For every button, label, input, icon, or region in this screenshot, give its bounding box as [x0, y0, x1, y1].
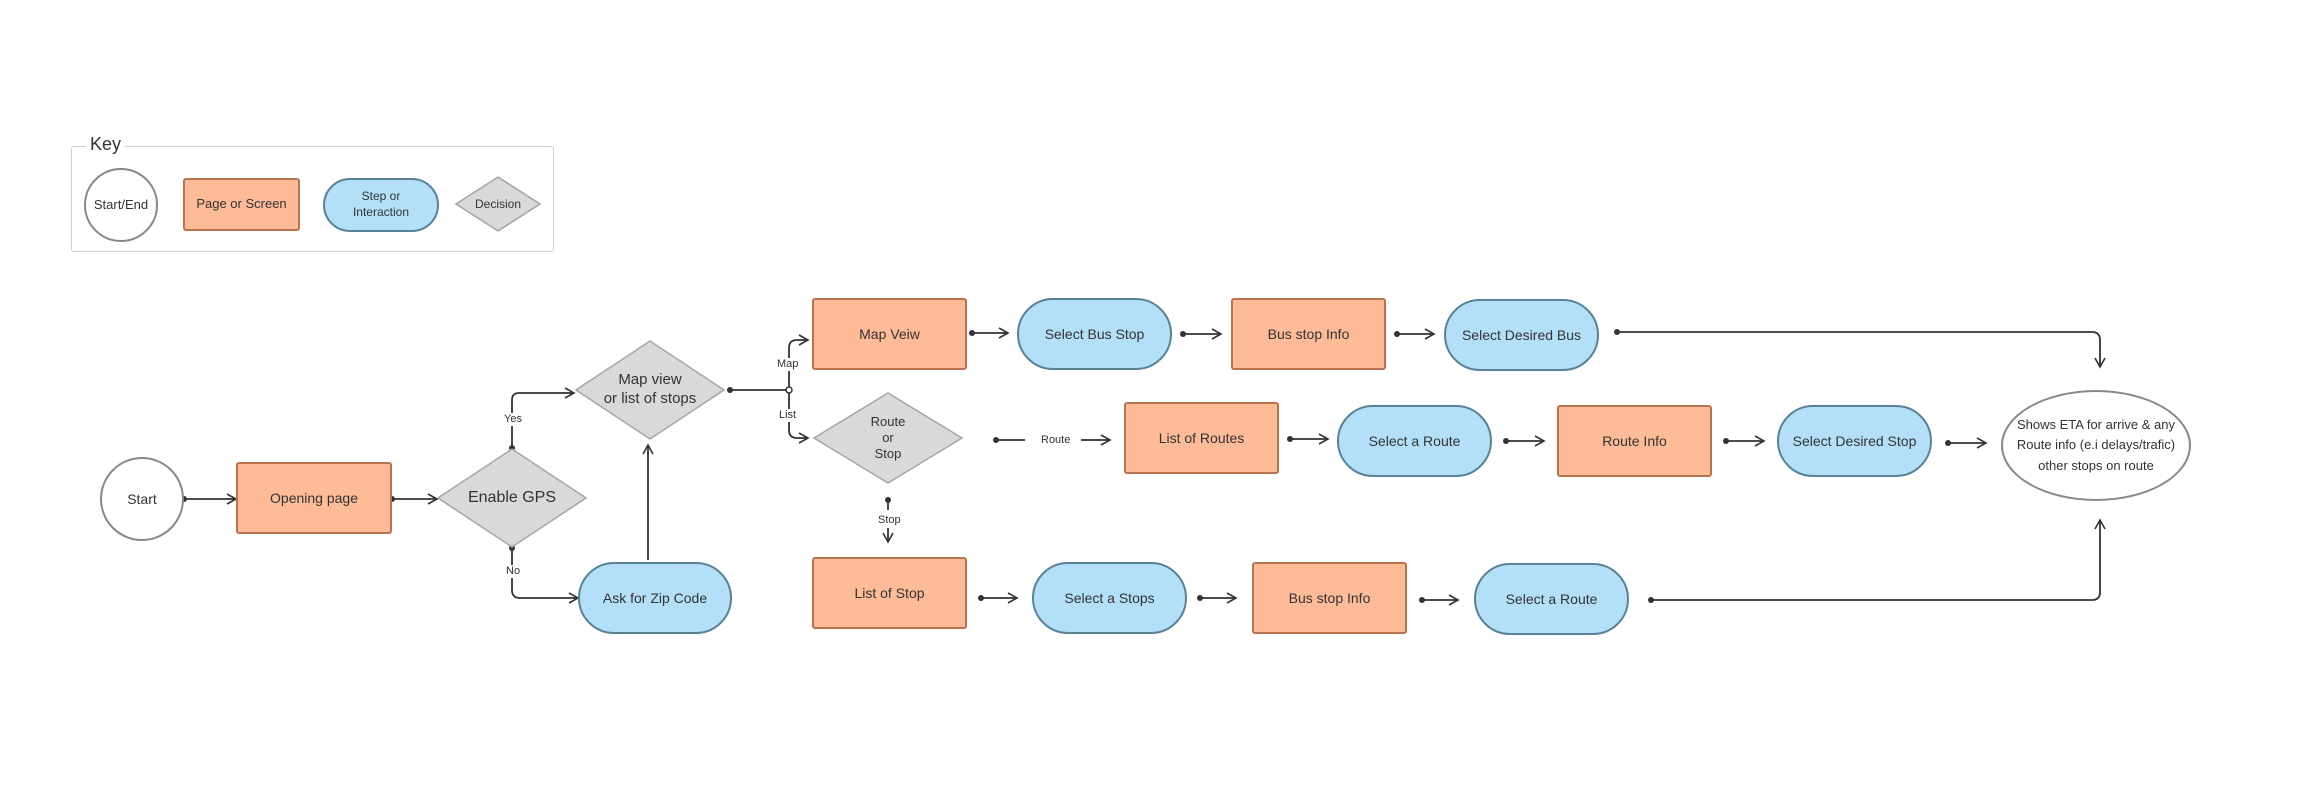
- edge-label-route: Route: [1039, 434, 1073, 448]
- edge-gps-no: [511, 548, 580, 604]
- select-stops-node: Select a Stops: [1032, 562, 1187, 634]
- select-route-node-1: Select a Route: [1337, 405, 1492, 477]
- legend-step: Step or Interaction: [323, 178, 439, 232]
- map-view-node: Map Veiw: [812, 298, 967, 370]
- end-node: Shows ETA for arrive & any Route info (e…: [2001, 390, 2191, 501]
- bus-stop-info-node-2: Bus stop Info: [1252, 562, 1407, 634]
- list-of-stop-node: List of Stop: [812, 557, 967, 629]
- select-desired-stop-node: Select Desired Stop: [1777, 405, 1932, 477]
- legend-page-screen: Page or Screen: [183, 178, 300, 231]
- list-of-routes-node: List of Routes: [1124, 402, 1279, 474]
- edge-label-yes: Yes: [502, 413, 524, 427]
- start-node: Start: [100, 457, 184, 541]
- legend-start-end: Start/End: [84, 168, 158, 242]
- edge-map: [730, 334, 810, 391]
- edge-list: [788, 390, 810, 444]
- opening-page-node: Opening page: [236, 462, 392, 534]
- bus-stop-info-node-1: Bus stop Info: [1231, 298, 1386, 370]
- edge-label-stop: Stop: [876, 514, 903, 528]
- edge-label-list: List: [777, 409, 799, 423]
- route-or-stop-decision: Route or Stop: [812, 392, 964, 484]
- select-route-node-2: Select a Route: [1474, 563, 1629, 635]
- edge-selectroute-end: [1651, 518, 2106, 601]
- map-or-list-decision: Map view or list of stops: [574, 340, 726, 440]
- route-info-node: Route Info: [1557, 405, 1712, 477]
- edge-selectdesiredbus-end: [1617, 331, 2106, 369]
- edge-label-no: No: [504, 565, 523, 579]
- enable-gps-decision: Enable GPS: [436, 448, 588, 548]
- edge-gps-yes: [511, 387, 576, 448]
- select-desired-bus-node: Select Desired Bus: [1444, 299, 1599, 371]
- select-bus-stop-node: Select Bus Stop: [1017, 298, 1172, 370]
- edge-label-map: Map: [775, 358, 801, 372]
- legend-decision: Decision: [454, 176, 542, 232]
- legend-box: [71, 146, 554, 252]
- ask-zip-node: Ask for Zip Code: [578, 562, 732, 634]
- legend-title: Key: [86, 134, 126, 155]
